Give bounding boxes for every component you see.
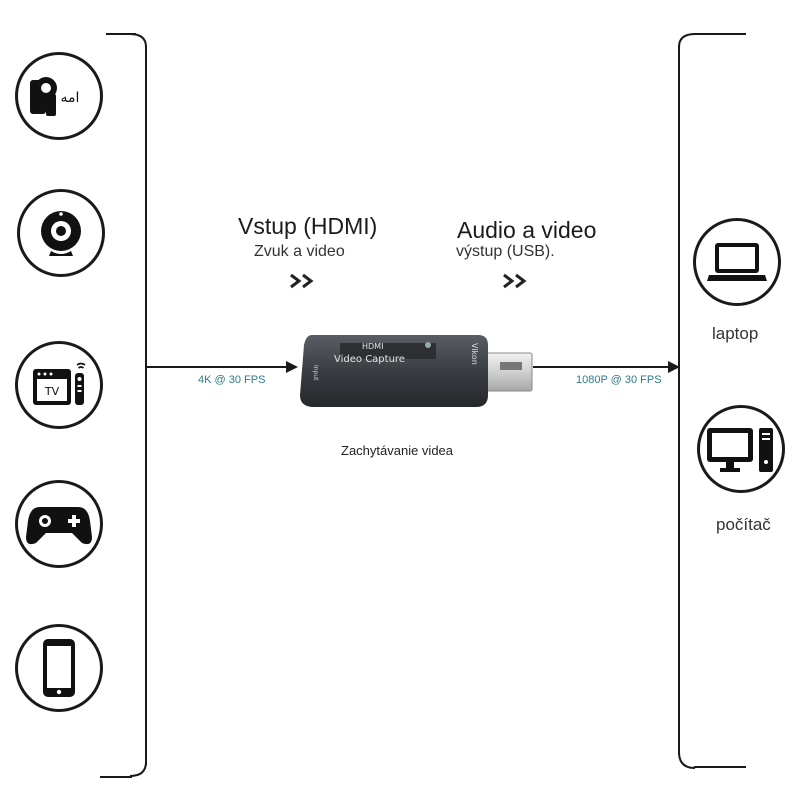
gamepad-circle xyxy=(15,480,103,568)
smartphone-icon xyxy=(43,639,75,697)
desktop-computer-icon xyxy=(707,428,773,472)
device-input-label: Input xyxy=(312,365,319,381)
right-bracket-bottom xyxy=(694,766,746,768)
output-arrow-head-icon xyxy=(668,361,680,373)
tv-box-circle: TV xyxy=(15,341,103,429)
input-chevron-icon xyxy=(290,273,314,289)
capture-device: Input HDMI Video Capture Vikon xyxy=(300,335,533,407)
camcorder-circle: امه xyxy=(15,52,103,140)
input-subtitle: Zvuk a video xyxy=(254,243,345,260)
desktop-circle xyxy=(697,405,785,493)
left-bracket-top xyxy=(106,33,136,35)
left-bracket-corner-bottom xyxy=(130,762,147,777)
phone-circle xyxy=(15,624,103,712)
input-title: Vstup (HDMI) xyxy=(238,213,378,239)
camcorder-icon: امه xyxy=(30,77,80,116)
right-bracket-corner-bottom xyxy=(678,752,696,769)
camcorder-label: امه xyxy=(61,90,80,106)
output-rate-label: 1080P @ 30 FPS xyxy=(576,374,662,386)
left-bracket-bottom xyxy=(100,776,132,778)
laptop-circle xyxy=(693,218,781,306)
input-connection-line xyxy=(147,366,292,368)
tv-box-icon: TV xyxy=(33,362,86,405)
output-connection-line xyxy=(533,366,678,368)
laptop-label: laptop xyxy=(712,324,759,343)
right-bracket-side xyxy=(678,45,680,755)
gamepad-icon xyxy=(26,507,92,545)
output-title: Audio a video xyxy=(457,217,597,243)
svg-text:TV: TV xyxy=(44,385,60,398)
computer-label: počítač xyxy=(716,515,771,534)
webcam-circle xyxy=(17,189,105,277)
left-bracket-corner-top xyxy=(130,33,147,48)
right-bracket-top xyxy=(694,33,746,35)
device-name-label: Video Capture xyxy=(334,354,405,365)
input-arrow-head-icon xyxy=(286,361,298,373)
left-bracket-side xyxy=(145,45,147,765)
device-brand-label: Vikon xyxy=(470,343,479,365)
webcam-icon xyxy=(41,211,81,256)
device-caption: Zachytávanie videa xyxy=(341,443,454,458)
input-rate-label: 4K @ 30 FPS xyxy=(198,374,266,386)
output-subtitle: výstup (USB). xyxy=(456,243,555,260)
output-chevron-icon xyxy=(503,273,527,289)
laptop-icon xyxy=(707,243,767,281)
device-hdmi-label: HDMI xyxy=(362,342,383,351)
right-bracket-corner-top xyxy=(678,33,696,48)
